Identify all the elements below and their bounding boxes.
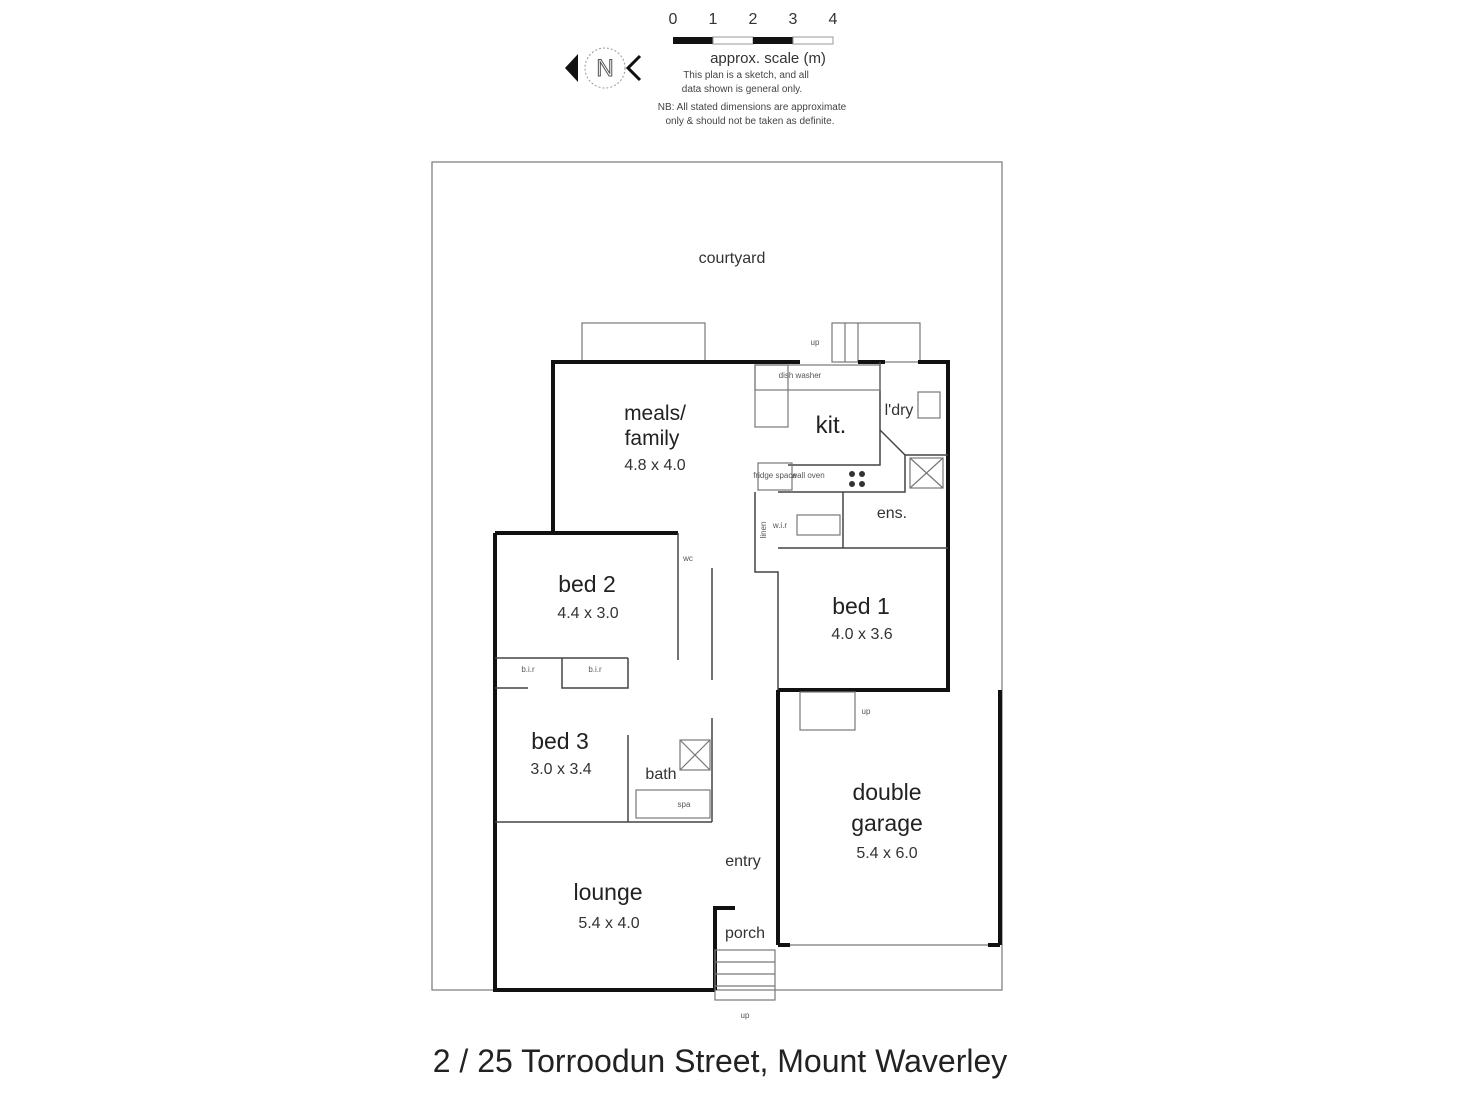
room-label-laundry: l'dry <box>885 402 914 419</box>
room-label-ensuite: ens. <box>877 505 907 522</box>
room-label-porch: porch <box>725 925 765 942</box>
fixture-linen: linen <box>759 522 768 539</box>
room-label-meals: meals/ <box>624 402 686 425</box>
scale-tick: 3 <box>789 11 798 28</box>
fixture-bir: b.i.r <box>521 665 535 674</box>
room-label-lounge: lounge <box>573 879 642 905</box>
scale-tick: 4 <box>829 11 838 28</box>
room-label-bed2: bed 2 <box>558 571 616 597</box>
room-label-bed3: bed 3 <box>531 728 589 754</box>
room-label-courtyard: courtyard <box>699 250 766 267</box>
stairs-up-label: up <box>811 338 820 347</box>
disclaimer: NB: All stated dimensions are approximat… <box>658 102 847 113</box>
north-letter: N <box>596 55 613 82</box>
room-dim-garage: 5.4 x 6.0 <box>856 845 917 862</box>
room-dim-bed1: 4.0 x 3.6 <box>831 626 892 643</box>
room-dim-lounge: 5.4 x 4.0 <box>578 915 639 932</box>
fixture-dishwasher: dish washer <box>779 371 822 380</box>
room-dim-bed2: 4.4 x 3.0 <box>557 605 618 622</box>
scale-bar: 0 1 2 3 4 approx. scale (m) This plan is… <box>658 11 847 127</box>
fixture-wc: wc <box>682 554 693 563</box>
fixture-wall-oven: wall oven <box>790 471 824 480</box>
fixture-bir: b.i.r <box>588 665 602 674</box>
room-label-garage: garage <box>851 810 923 836</box>
disclaimer: data shown is general only. <box>682 84 802 95</box>
property-address: 2 / 25 Torroodun Street, Mount Waverley <box>433 1043 1008 1079</box>
site-boundary <box>431 161 1003 991</box>
disclaimer: only & should not be taken as definite. <box>665 116 834 127</box>
scale-tick: 1 <box>709 11 718 28</box>
fixture-spa: spa <box>678 800 691 809</box>
scale-tick: 2 <box>749 11 758 28</box>
walls <box>493 360 1002 992</box>
front-steps <box>714 949 776 1001</box>
room-label-family: family <box>625 427 680 450</box>
room-label-garage: double <box>852 779 921 805</box>
room-dim-bed3: 3.0 x 3.4 <box>530 761 591 778</box>
stairs-up-label: up <box>741 1011 750 1020</box>
disclaimer: This plan is a sketch, and all <box>683 70 809 81</box>
room-label-kitchen: kit. <box>816 412 847 439</box>
room-label-entry: entry <box>725 853 761 870</box>
fixture-wir: w.i.r <box>772 521 788 530</box>
north-compass-icon: N <box>565 47 642 89</box>
room-label-bed1: bed 1 <box>832 593 890 619</box>
fixture-fridge: fridge space <box>753 471 797 480</box>
scale-tick: 0 <box>669 11 678 28</box>
room-dim-meals: 4.8 x 4.0 <box>624 457 685 474</box>
stairs-up-label: up <box>862 707 871 716</box>
scale-label: approx. scale (m) <box>710 50 826 67</box>
cooktop-icon <box>849 471 865 487</box>
room-label-bath: bath <box>645 766 676 783</box>
